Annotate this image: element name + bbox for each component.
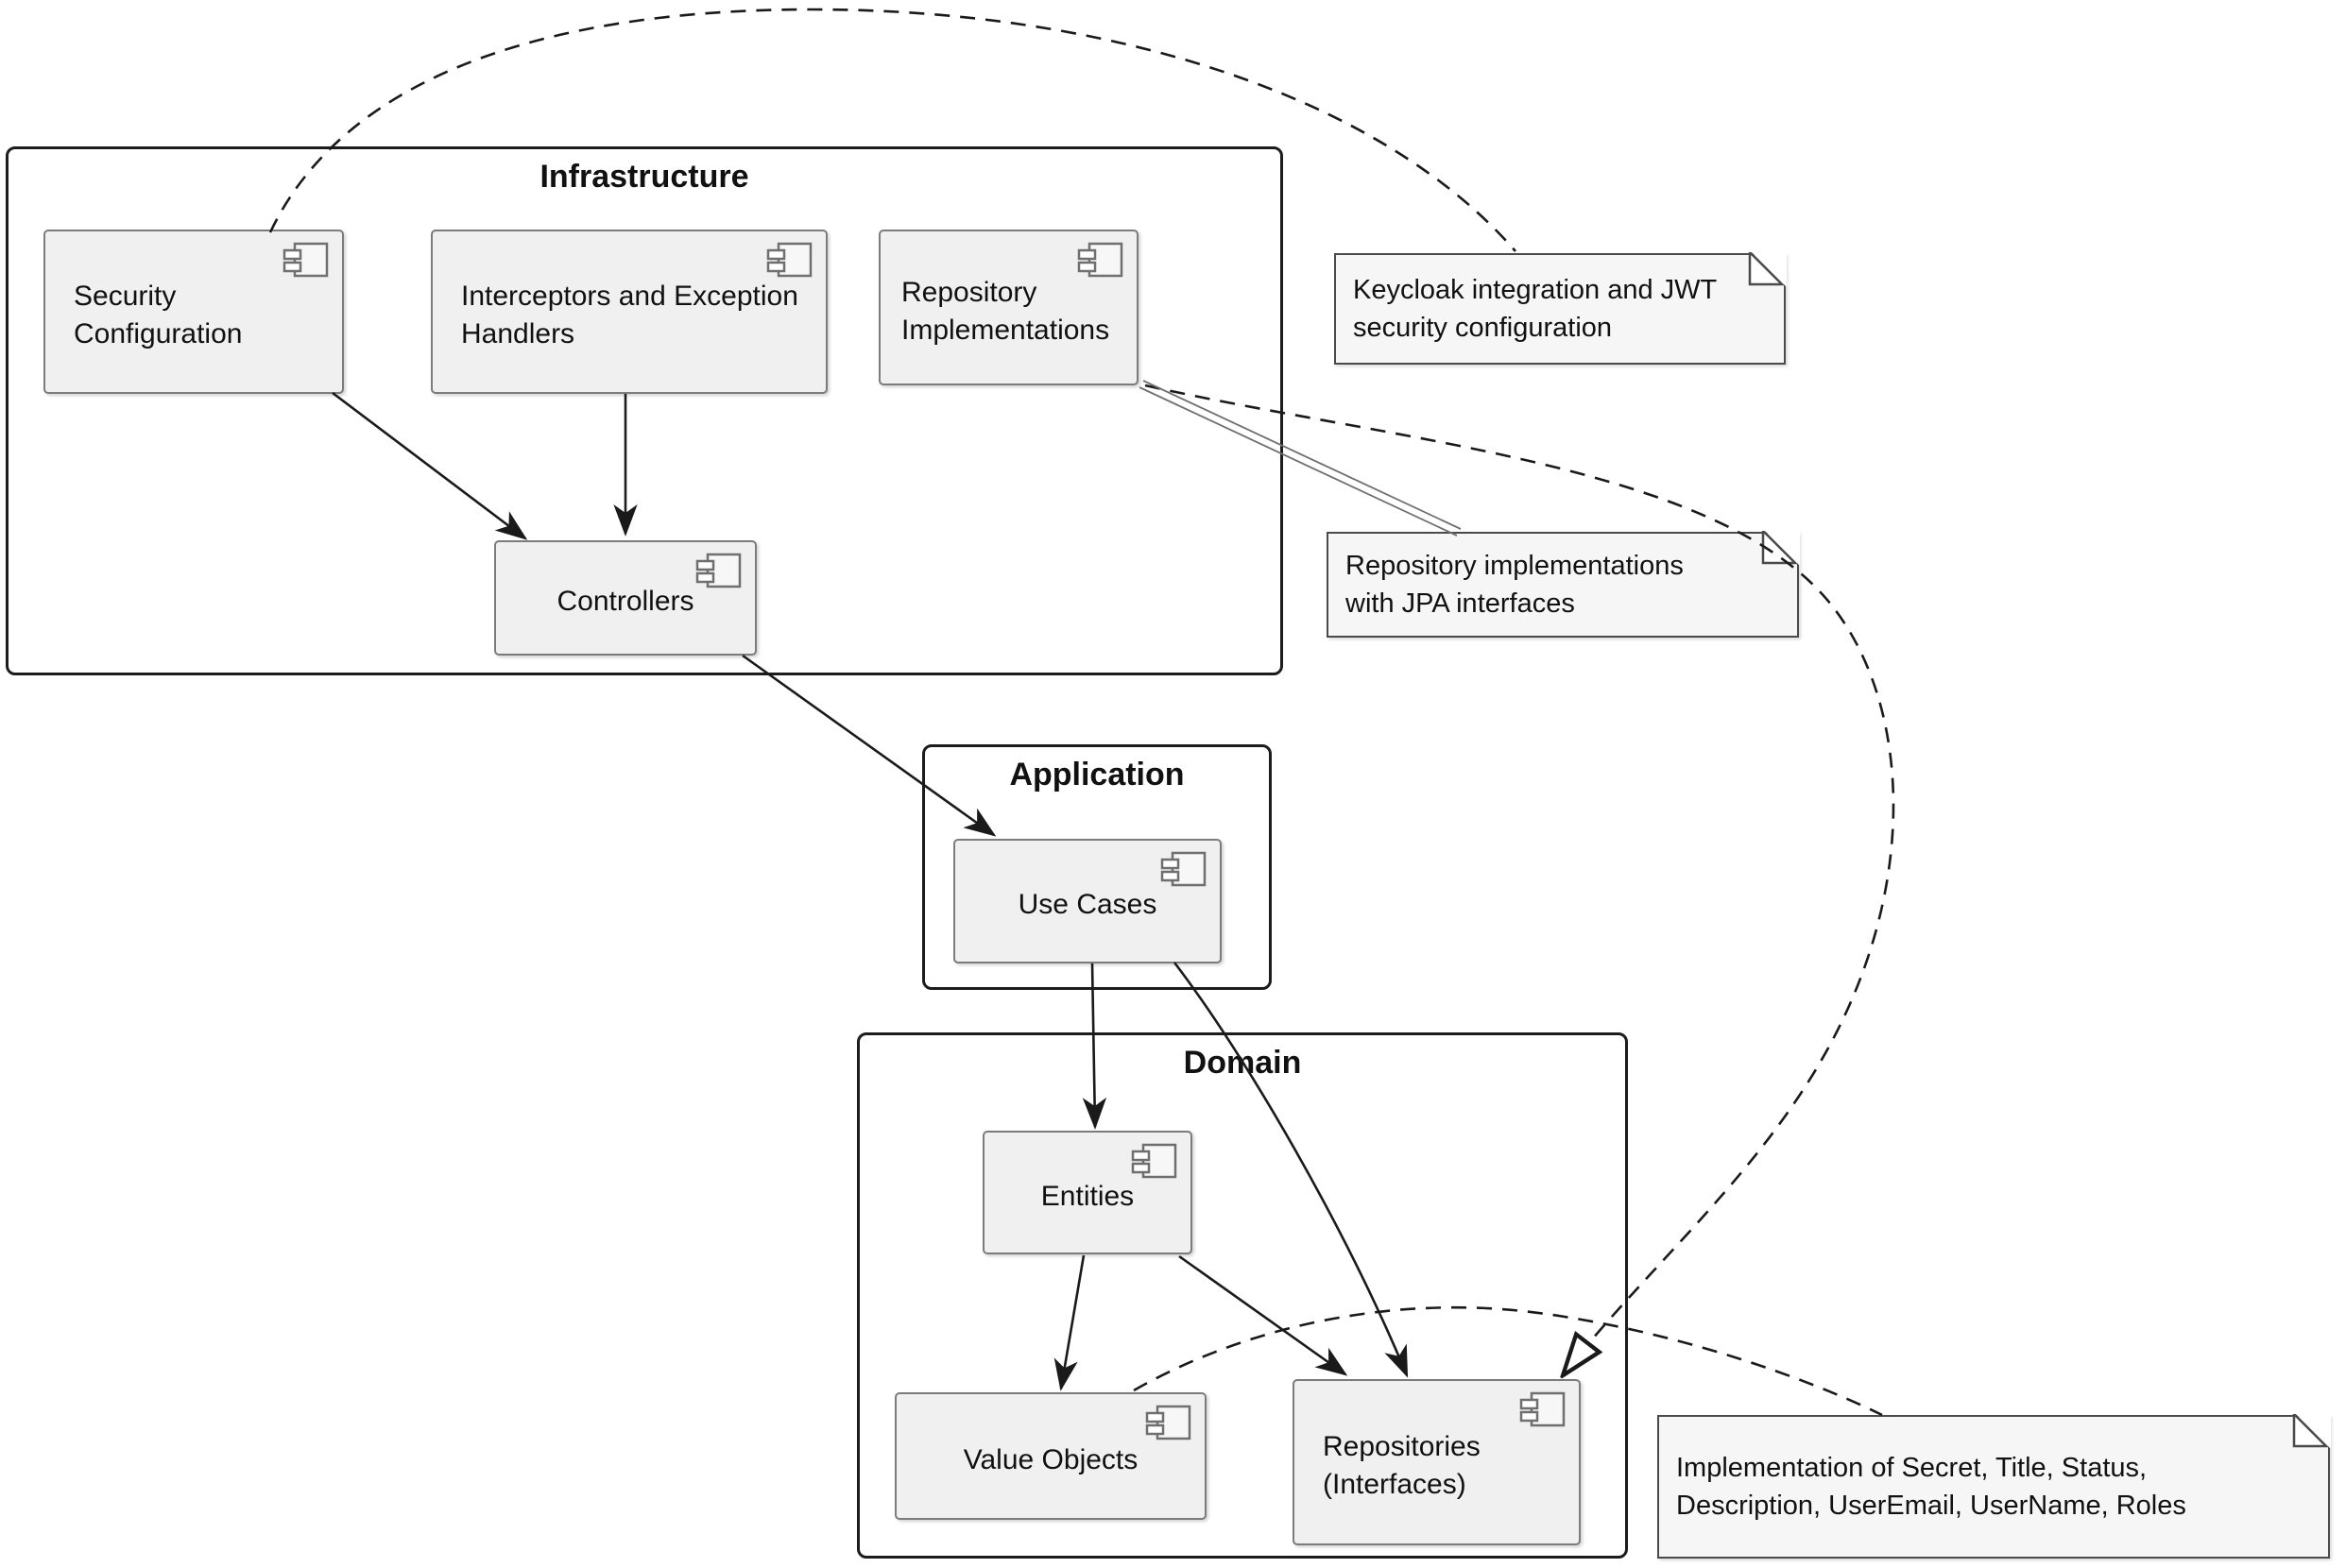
component-interceptors-exception-handlers: Interceptors and Exception Handlers <box>431 230 828 394</box>
package-infrastructure-title: Infrastructure <box>539 159 749 195</box>
component-label: Repositories (Interfaces) <box>1323 1431 1481 1500</box>
note-text: Implementation of Secret, Title, Status,… <box>1676 1452 2186 1521</box>
component-security-configuration: Security Configuration <box>43 230 344 394</box>
component-use-cases: Use Cases <box>953 839 1222 963</box>
component-label: Value Objects <box>963 1443 1139 1475</box>
note-keycloak: Keycloak integration and JWT security co… <box>1334 252 1787 365</box>
component-icon <box>695 553 742 588</box>
note-fold-corner-icon <box>2292 1414 2331 1449</box>
component-label: Entities <box>1040 1180 1135 1212</box>
component-label: Controllers <box>557 586 694 618</box>
note-fold-corner-icon <box>1761 531 1800 566</box>
note-jpa: Repository implementations with JPA inte… <box>1327 531 1800 638</box>
package-application-title: Application <box>1009 757 1185 793</box>
component-icon <box>283 242 329 278</box>
component-icon <box>1131 1143 1177 1179</box>
component-label: Use Cases <box>1018 889 1157 921</box>
note-implementation: Implementation of Secret, Title, Status,… <box>1657 1414 2331 1559</box>
note-text: Keycloak integration and JWT security co… <box>1353 274 1717 343</box>
component-icon <box>1160 851 1207 887</box>
component-value-objects: Value Objects <box>895 1392 1207 1520</box>
component-icon <box>1077 242 1123 278</box>
package-domain-title: Domain <box>1183 1045 1302 1081</box>
component-icon <box>766 242 813 278</box>
note-fold-corner-icon <box>1748 252 1787 287</box>
note-text: Repository implementations with JPA inte… <box>1345 550 1684 619</box>
component-controllers: Controllers <box>494 540 757 656</box>
component-label: Repository Implementations <box>901 276 1110 346</box>
component-repository-implementations: Repository Implementations <box>879 230 1139 385</box>
component-entities: Entities <box>983 1131 1192 1254</box>
component-label: Security Configuration <box>74 281 243 349</box>
component-icon <box>1145 1405 1191 1440</box>
component-icon <box>1519 1391 1566 1427</box>
component-label: Interceptors and Exception Handlers <box>461 281 798 349</box>
component-repositories-interfaces: Repositories (Interfaces) <box>1293 1379 1581 1545</box>
